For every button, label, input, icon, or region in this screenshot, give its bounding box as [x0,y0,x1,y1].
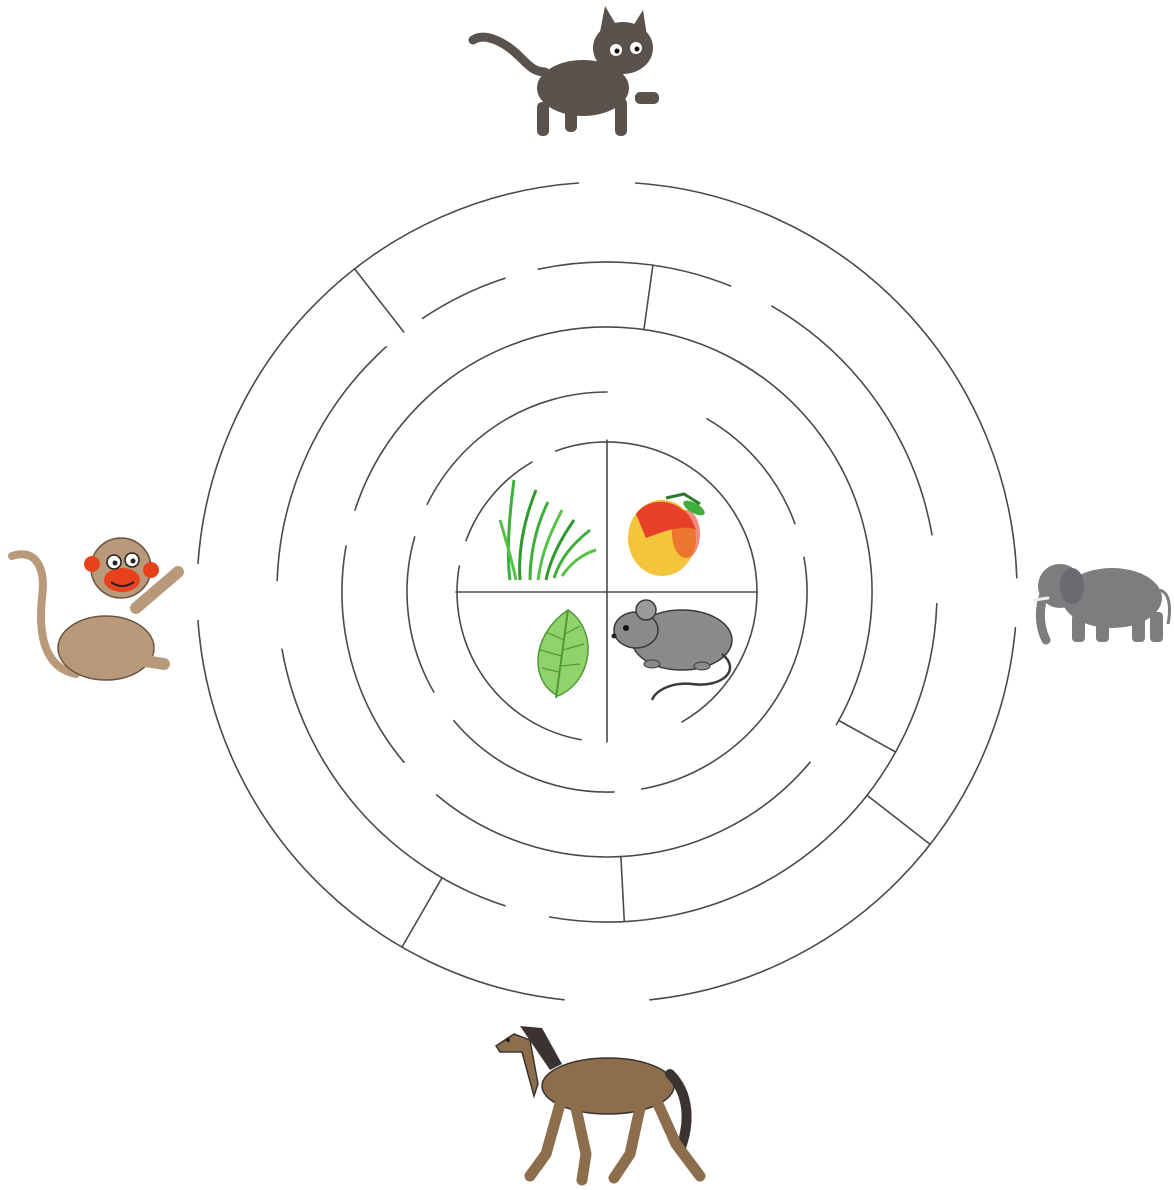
horse-icon [496,1026,700,1180]
maze-connector [402,878,442,947]
maze-arc [282,649,505,906]
maze-arc [538,262,730,286]
maze-arc [342,546,404,762]
maze-arc [423,278,506,318]
maze-arc [198,621,564,1000]
maze-connector [839,721,896,753]
mouse-icon [612,600,733,700]
mango-icon [628,494,707,576]
maze-connector [621,857,624,922]
maze-arc [277,347,386,581]
maze-arc [707,419,795,524]
maze-connector [644,265,653,329]
maze-arc [437,762,810,857]
monkey-icon [12,538,178,680]
maze-arc [740,363,873,725]
maze-arc [772,306,932,535]
maze-arc [454,721,614,792]
cat-icon [473,6,659,136]
grass-icon [500,480,596,580]
maze-arc [407,537,434,692]
elephant-icon [1034,564,1170,642]
maze-arc [198,183,578,563]
maze-arc [556,442,682,462]
maze-arc [355,327,740,510]
maze-connector [867,795,930,844]
leaf-icon [538,610,588,698]
maze-connector [355,269,404,332]
maze-arc [466,462,532,541]
maze-arc [427,392,607,504]
